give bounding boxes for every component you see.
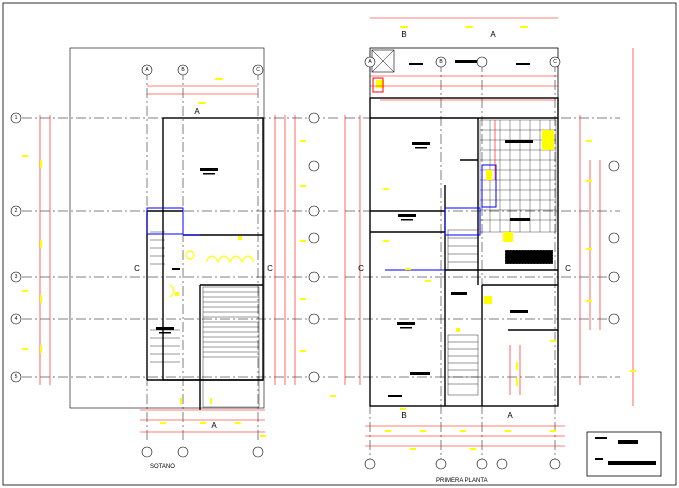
first-floor-section-mark-b-bottom: B: [401, 411, 406, 420]
basement-plan: A B C 1 2 3 4 5 A A C C SOTANO: [10, 47, 346, 470]
basement-section-mark-c-left: C: [134, 264, 140, 273]
basement-axis-label-1: 1: [15, 115, 18, 121]
basement-site-outline: [69, 47, 265, 409]
basement-doors: [146, 207, 200, 236]
basement-axis-label-2: 2: [15, 208, 18, 214]
first-floor-section-mark-a-bottom: A: [507, 411, 513, 420]
basement-walls: [146, 117, 264, 410]
first-floor-section-mark-a-top: A: [490, 30, 496, 39]
first-floor-section-mark-c-right: C: [565, 264, 571, 273]
first-floor-room-tags: [388, 60, 533, 397]
first-floor-dimension-tags: [383, 26, 636, 450]
first-floor-frontage: [369, 47, 559, 99]
basement-axis-bubbles: [10, 64, 320, 458]
first-floor-red-detail: [372, 77, 384, 93]
basement-section-mark-a-top: A: [194, 107, 200, 116]
basement-room-tags: [156, 168, 218, 334]
first-floor-plan: A B C B A B A C C PRIMERA PLANTA: [345, 17, 636, 484]
first-floor-axis-label-c-top: C: [553, 59, 557, 65]
first-floor-section-mark-c-left: C: [358, 264, 364, 273]
first-floor-doors: [385, 164, 497, 271]
basement-axis-label-a-top: A: [145, 67, 149, 73]
first-floor-fixtures: [376, 80, 554, 304]
first-floor-axis-label-a-top: A: [368, 59, 372, 65]
basement-axis-label-5: 5: [15, 374, 18, 380]
basement-section-mark-c-right: C: [267, 264, 273, 273]
basement-plan-title: SOTANO: [150, 464, 175, 470]
basement-axis-label-b-top: B: [181, 67, 185, 73]
basement-axis-label-4: 4: [15, 316, 18, 322]
first-floor-stairs: [447, 229, 479, 396]
first-floor-counter: [505, 250, 553, 264]
first-floor-tile-grid: [479, 119, 557, 233]
basement-section-mark-a-bottom: A: [211, 421, 217, 430]
first-floor-axis-label-b-top: B: [439, 59, 443, 65]
basement-axis-label-c-top: C: [256, 67, 260, 73]
first-floor-axis-bubbles: [364, 56, 620, 470]
title-block: [586, 431, 662, 477]
basement-stairs: [150, 231, 260, 408]
basement-axis-label-3: 3: [15, 274, 18, 280]
basement-fixtures: [169, 250, 255, 298]
first-floor-plan-title: PRIMERA PLANTA: [436, 478, 488, 484]
basement-dimension-tags: [22, 78, 336, 437]
first-floor-section-mark-b-top: B: [401, 30, 406, 39]
